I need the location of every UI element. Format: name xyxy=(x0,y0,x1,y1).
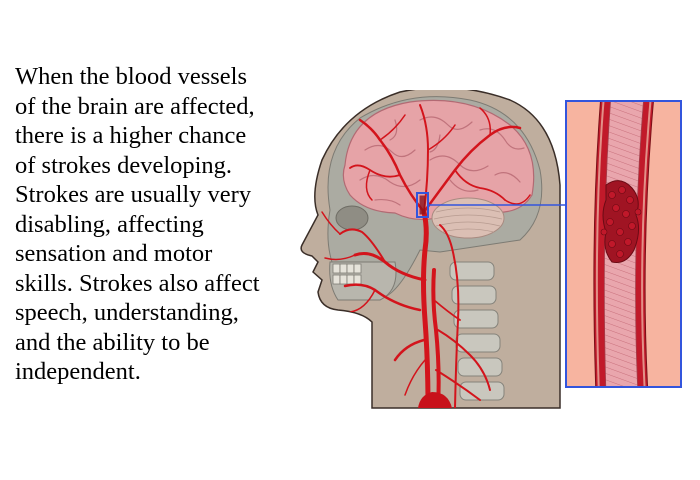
caption-line: independent. xyxy=(15,358,141,385)
caption-line: disabling, affecting xyxy=(15,210,204,238)
caption-line: there is a higher chance xyxy=(15,122,247,149)
arteries xyxy=(321,104,531,408)
caption-line: sensation and motor xyxy=(15,240,213,267)
cervical-spine xyxy=(449,261,505,401)
blocked-artery-inset xyxy=(565,100,682,388)
clot-cells xyxy=(600,186,642,258)
caption-text: When the blood vessels of the brain are … xyxy=(15,62,300,387)
stroke-anatomy-illustration xyxy=(300,90,682,409)
caption-line: When the blood vessels xyxy=(15,63,248,90)
teeth xyxy=(332,263,362,285)
aortic-arch xyxy=(418,392,452,408)
eye-socket xyxy=(335,205,369,231)
caption-line: of strokes developing. xyxy=(15,151,233,179)
caption-line: of the brain are affected, xyxy=(15,92,255,120)
caption-line: skills. Strokes also affect xyxy=(15,269,260,297)
cerebellum xyxy=(431,197,505,239)
caption-line: speech, understanding, xyxy=(15,299,239,326)
caption-line: and the ability to be xyxy=(15,328,210,356)
caption-line: Strokes are usually very xyxy=(15,181,252,208)
